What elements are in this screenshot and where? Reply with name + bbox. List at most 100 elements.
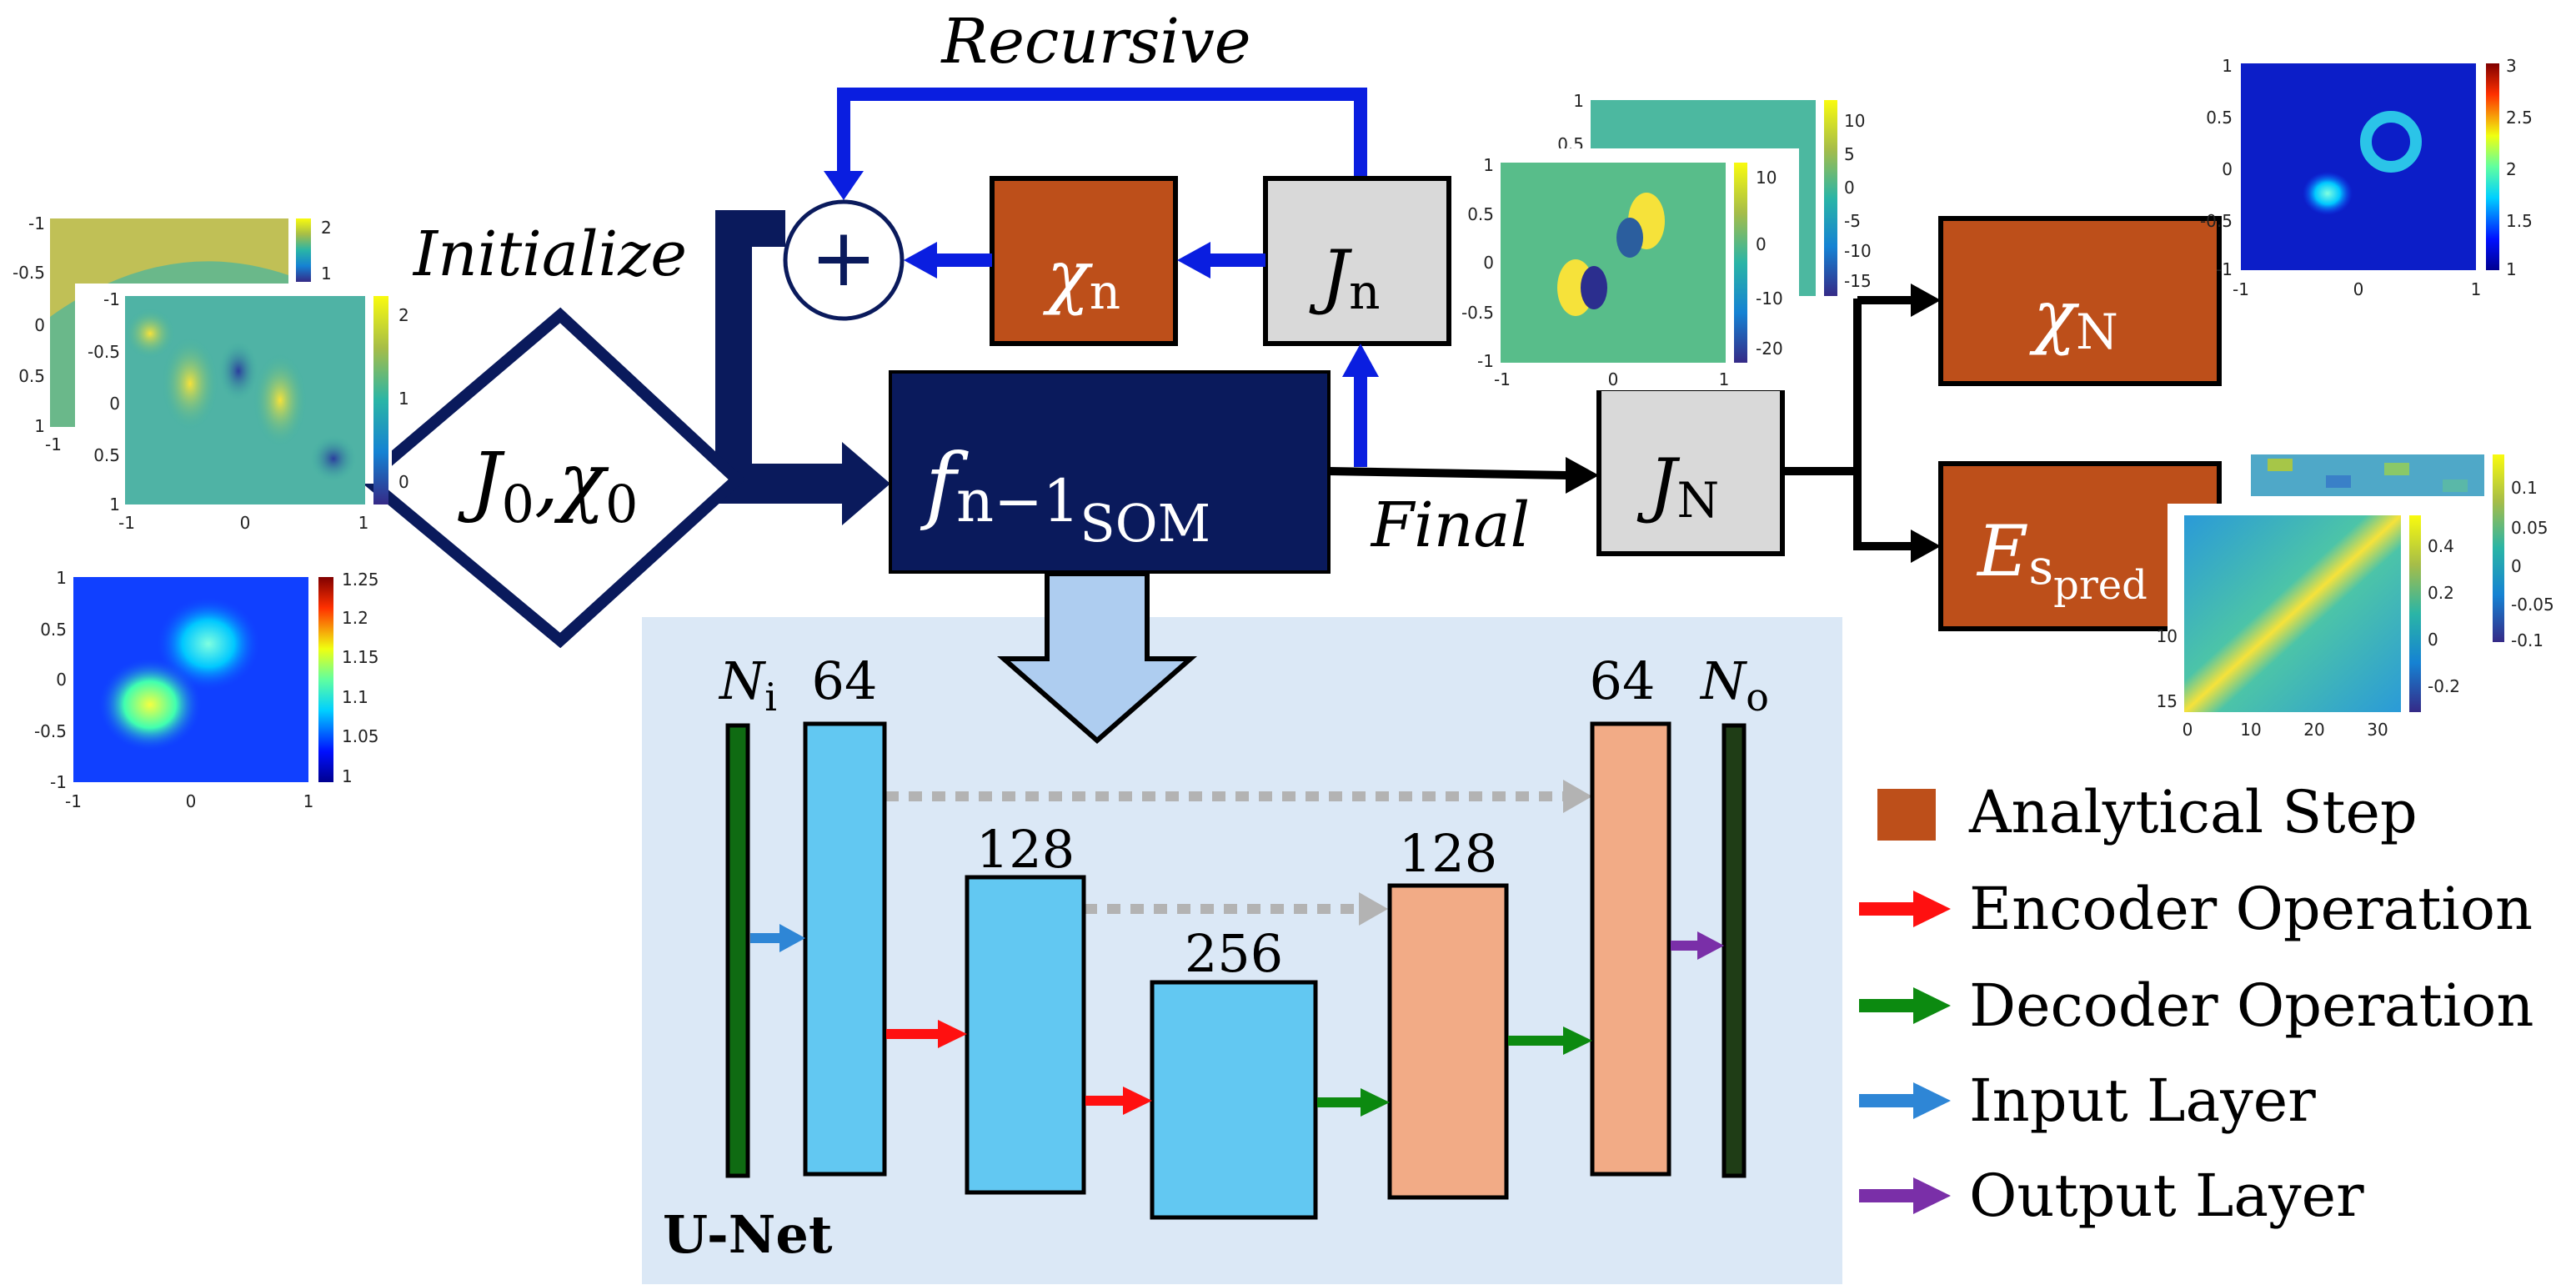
lf-ytick: 0.5 (93, 445, 120, 465)
sum-node (783, 199, 905, 321)
plot-final-contrast: 3 2.5 2 1.5 1 1 0.5 0 -0.5 -1 -1 0 1 (2200, 56, 2533, 299)
plot-initial-current: 2 1 0 -1 -0.5 0 0.5 1 -1 0 1 (88, 289, 409, 533)
chi-final-label: χN (2029, 275, 2118, 360)
lbt-ytick: 1 (56, 568, 67, 588)
encoder-block-128 (965, 875, 1086, 1195)
encoder-block-64 (803, 721, 887, 1177)
lf-xtick: 1 (358, 513, 369, 533)
chi-n-label: χn (1043, 235, 1120, 320)
lb-ytick: -1 (28, 213, 45, 233)
lb-ytick: -0.5 (13, 263, 45, 283)
f-som-label: fn−1SOM (920, 435, 1210, 554)
j-n-box (1263, 176, 1451, 346)
rbb-cbar-tick: 0.1 (2511, 478, 2538, 498)
bottleneck-label: 256 (1185, 923, 1283, 984)
mf-ytick: 0.5 (1467, 204, 1494, 224)
skip-arrowhead-64 (1563, 780, 1592, 813)
rt-ytick: -1 (2216, 259, 2233, 279)
j-final-box (1596, 386, 1785, 556)
rbb-cbar-tick: 0 (2511, 556, 2522, 576)
mb-cbar-tick: -15 (1844, 271, 1872, 291)
expand-arrow (997, 571, 1197, 744)
rb-xtick: 20 (2303, 720, 2324, 740)
mf-cbar-tick: 10 (1756, 168, 1777, 188)
mb-cbar-tick: 5 (1844, 144, 1855, 164)
mf-ytick: 1 (1483, 155, 1494, 175)
e-spred-label: Espred (1976, 510, 2148, 609)
lbt-xtick: 0 (186, 791, 197, 811)
rbb-cbar-tick: -0.1 (2511, 630, 2543, 650)
lf-ytick: -0.5 (88, 342, 120, 362)
final-line (1328, 467, 1568, 479)
legend-swatch-encoder (1859, 891, 1951, 927)
mf-ytick: -0.5 (1461, 303, 1494, 323)
rt-cbar-tick: 2 (2506, 159, 2517, 179)
rb-cbar-tick: 0 (2428, 630, 2438, 650)
legend-label-output: Output Layer (1969, 1162, 2364, 1230)
lbt-ytick: -1 (50, 772, 67, 792)
lbt-ytick: 0.5 (40, 620, 67, 640)
encoder-arrow-1 (886, 1020, 967, 1048)
lbt-cbar-tick: 1.05 (342, 726, 379, 746)
lb-xtick: -1 (45, 434, 62, 454)
lf-cbar-tick: 0 (398, 472, 409, 492)
lbt-cbar-tick: 1.15 (342, 647, 379, 667)
bottleneck-block-256 (1150, 980, 1318, 1220)
rb-cbar-tick: 0.4 (2428, 536, 2454, 556)
mf-cbar-tick: -20 (1756, 339, 1783, 359)
lb-cbar-tick: 1 (321, 264, 332, 284)
recursive-label: Recursive (940, 6, 1250, 78)
initialize-diamond (358, 307, 746, 649)
final-arrowhead (1566, 457, 1599, 494)
recursive-loop-arrowhead (824, 171, 864, 200)
output-layer-arrow (1671, 931, 1724, 960)
lbt-ytick: -0.5 (34, 721, 67, 741)
branch-bottom-arrowhead (1911, 530, 1941, 563)
input-layer-block (725, 723, 750, 1178)
mb-cbar-tick: 10 (1844, 111, 1865, 131)
no-label: No (1699, 650, 1769, 720)
sum-to-f-line (715, 210, 785, 484)
rbb-cbar-tick: -0.05 (2511, 595, 2554, 615)
unet-panel: Ni 64 128 256 128 64 No U-Net (642, 617, 1842, 1284)
rt-cbar-tick: 1 (2506, 259, 2517, 279)
branch-top-arrowhead (1911, 284, 1941, 317)
lbt-xtick: 1 (303, 791, 314, 811)
rt-cbar-tick: 1.5 (2506, 211, 2533, 231)
rb-cbar-tick: 0.2 (2428, 583, 2454, 603)
legend-label-encoder: Encoder Operation (1969, 875, 2533, 943)
mb-cbar-tick: -5 (1844, 211, 1861, 231)
lbt-cbar-tick: 1 (342, 766, 353, 786)
decoder-block-64 (1590, 721, 1671, 1177)
chi-final-box (1938, 216, 2222, 386)
mf-xtick: 1 (1719, 369, 1730, 389)
decoder-arrow-1 (1317, 1088, 1390, 1117)
legend-label-analytical: Analytical Step (1968, 778, 2418, 846)
rt-cbar-tick: 2.5 (2506, 108, 2533, 128)
rb-cbar-tick: -0.2 (2428, 676, 2460, 696)
f-som-box (889, 370, 1331, 574)
lbt-ytick: 0 (56, 670, 67, 690)
dec1-label: 64 (1590, 650, 1656, 711)
lbt-cbar-tick: 1.2 (342, 608, 368, 628)
mf-cbar-tick: 0 (1756, 234, 1767, 254)
decoder-arrow-2 (1508, 1026, 1592, 1055)
rt-ytick: 1 (2222, 56, 2233, 76)
legend: Analytical Step Encoder Operation Decode… (1859, 778, 2533, 1230)
initialize-label: Initialize (412, 218, 687, 290)
legend-swatch-decoder (1859, 987, 1951, 1024)
rt-xtick: 1 (2471, 279, 2482, 299)
rt-xtick: -1 (2233, 279, 2249, 299)
plot-spred: 0.4 0.2 0 -0.2 10 15 0 10 20 30 (2157, 515, 2460, 740)
f-to-jn-arrowhead (1342, 344, 1379, 377)
decoder-block-128 (1387, 883, 1509, 1200)
init-to-f-arrowhead (842, 442, 890, 525)
lb-ytick: 0.5 (18, 366, 45, 386)
rt-ytick: 0 (2222, 159, 2233, 179)
legend-swatch-input (1859, 1082, 1951, 1119)
plot-spred-back: 0.1 0.05 0 -0.05 -0.1 (2251, 454, 2554, 650)
lb-ytick: 1 (34, 416, 45, 436)
rt-ytick: 0.5 (2206, 108, 2233, 128)
skip-arrowhead-128 (1359, 892, 1388, 926)
